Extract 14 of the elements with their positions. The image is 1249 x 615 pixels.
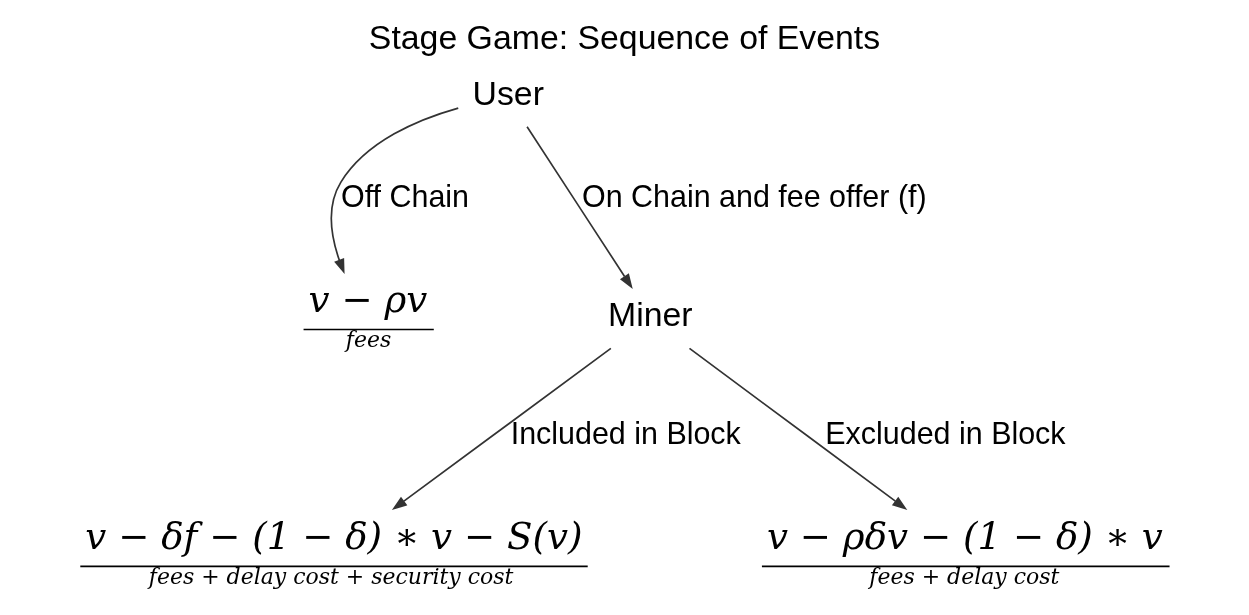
- node-text: v − δf − (1 − δ) ∗ v − S(v) fees + delay cost + security cost: [85, 513, 583, 589]
- node-text: Miner: [608, 295, 693, 334]
- node-text: User: [472, 73, 544, 112]
- edge-label: Included in Block: [510, 415, 741, 450]
- node-text: v − ρv fees: [308, 276, 428, 353]
- node-text: v − ρδv − (1 − δ) ∗ v fees + delay cost: [767, 513, 1163, 589]
- diagram-title: Stage Game: Sequence of Events: [368, 17, 881, 56]
- arrow: [391, 347, 612, 510]
- arrow: [330, 107, 460, 274]
- edge-label: On Chain and fee offer (f): [582, 178, 927, 213]
- edge-label: Off Chain: [341, 178, 470, 213]
- arrow: [526, 125, 633, 289]
- arrow: [688, 347, 908, 511]
- edge-label: Excluded in Block: [825, 415, 1066, 450]
